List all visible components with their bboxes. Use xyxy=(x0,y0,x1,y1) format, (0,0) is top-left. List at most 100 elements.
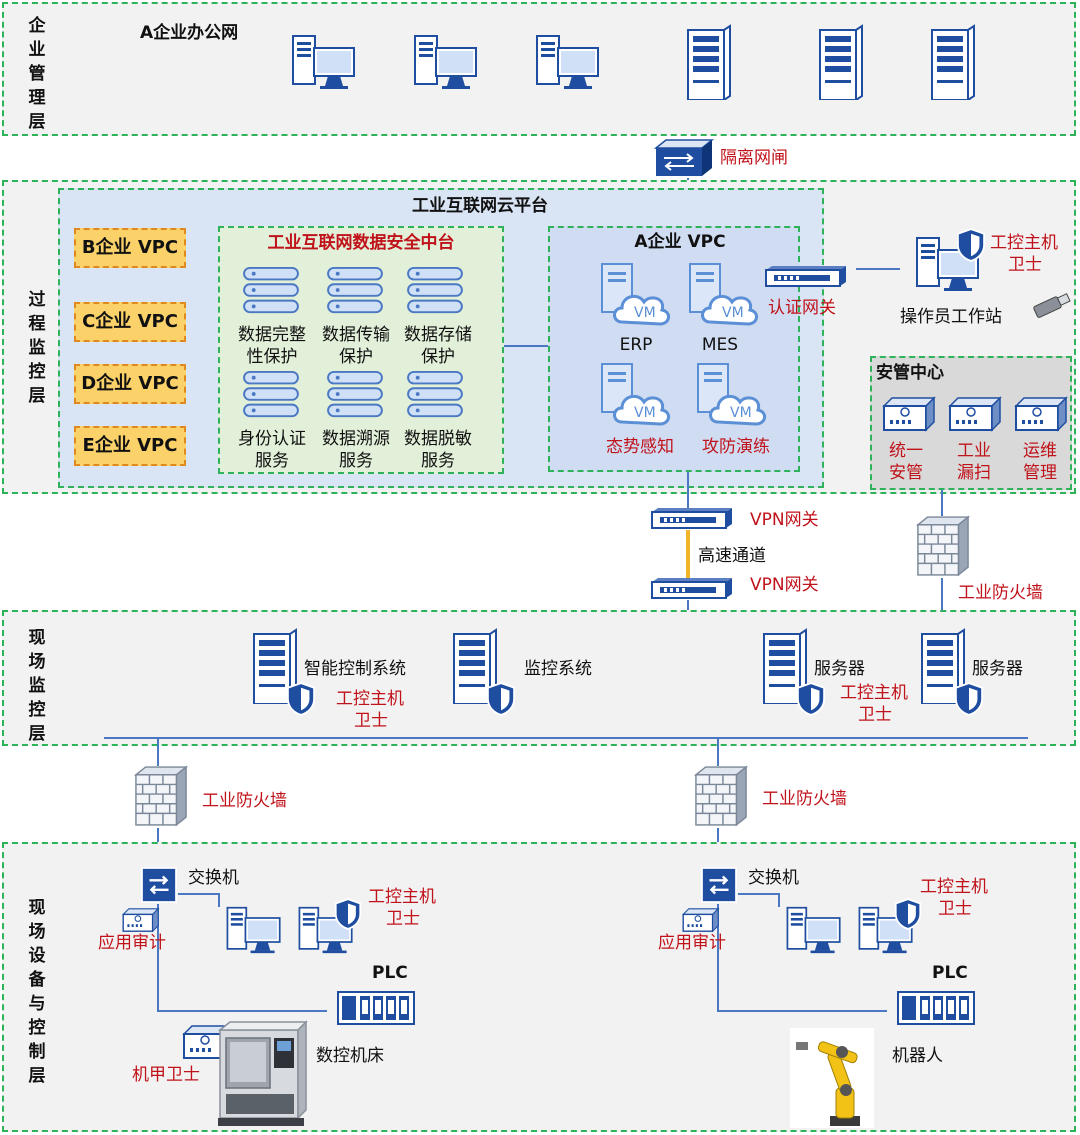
security-item-label: 运维管理 xyxy=(1023,441,1057,483)
data-security-center-title: 工业互联网数据安全中台 xyxy=(267,233,455,253)
app-audit-appliance-icon xyxy=(680,906,720,934)
switch-label: 交换机 xyxy=(188,868,239,888)
switch-label: 交换机 xyxy=(748,868,799,888)
host-guard-label: 工控主机卫士 xyxy=(920,877,988,919)
vm-badge: VM xyxy=(722,305,744,321)
vm-badge: VM xyxy=(730,405,752,421)
office-server-icon xyxy=(928,24,976,100)
app-audit-appliance-icon xyxy=(120,906,160,934)
database-icon xyxy=(324,370,386,420)
link-line xyxy=(778,893,780,907)
vpc-tag-b: B企业 VPC xyxy=(74,228,186,268)
service-label: 数据完整性保护 xyxy=(238,325,306,367)
plc-icon xyxy=(326,988,426,1028)
service-label: 数据存储保护 xyxy=(404,325,472,367)
vpc-tag-c: C企业 VPC xyxy=(74,302,186,342)
vpn-gateway-label: VPN网关 xyxy=(750,510,819,530)
unified-mgmt-appliance-icon xyxy=(880,394,936,434)
vpc-tag-e: E企业 VPC xyxy=(74,426,186,466)
site-device-layer xyxy=(2,842,1076,1132)
isolation-gateway-icon xyxy=(653,139,715,176)
link-line xyxy=(941,578,943,632)
office-server-icon xyxy=(816,24,864,100)
field-pc-icon xyxy=(222,906,286,954)
database-icon xyxy=(404,370,466,420)
vm-badge: VM xyxy=(634,305,656,321)
a-vpc-box xyxy=(548,226,800,472)
plc-icon xyxy=(886,988,986,1028)
service-label: 数据溯源服务 xyxy=(322,429,390,471)
isolation-gateway-label: 隔离网闸 xyxy=(720,148,788,168)
vpn-gateway-icon xyxy=(650,506,734,530)
link-line xyxy=(687,472,689,508)
cloud-platform-title: 工业互联网云平台 xyxy=(412,196,548,216)
app-audit-label: 应用审计 xyxy=(98,933,166,953)
site-bus-line xyxy=(104,737,1028,739)
vpn-gateway-label: VPN网关 xyxy=(750,575,819,595)
link-line xyxy=(856,268,900,270)
industrial-firewall-label: 工业防火墙 xyxy=(762,789,847,809)
switch-icon xyxy=(140,866,178,904)
vuln-scan-appliance-icon xyxy=(946,394,1002,434)
host-guard-shield-icon xyxy=(334,898,362,930)
plc-label: PLC xyxy=(932,963,968,983)
industrial-firewall-icon xyxy=(134,764,188,828)
app-audit-label: 应用审计 xyxy=(658,933,726,953)
link-line xyxy=(157,1010,327,1012)
office-pc-icon xyxy=(414,34,478,90)
link-line xyxy=(157,738,159,766)
link-line xyxy=(157,904,159,1012)
host-guard-label: 工控主机卫士 xyxy=(368,887,436,929)
vpc-tag-d: D企业 VPC xyxy=(74,364,186,404)
usb-drive-icon xyxy=(1033,293,1071,318)
database-icon xyxy=(404,266,466,316)
cnc-machine-icon xyxy=(217,1020,308,1126)
robot-label: 机器人 xyxy=(892,1046,943,1066)
database-icon xyxy=(324,266,386,316)
vm-badge: VM xyxy=(634,405,656,421)
service-label: 数据脱敏服务 xyxy=(404,429,472,471)
auth-gateway-label: 认证网关 xyxy=(768,298,836,318)
host-guard-shield-icon xyxy=(486,682,516,716)
host-guard-shield-icon xyxy=(956,228,986,262)
database-icon xyxy=(240,370,302,420)
link-line xyxy=(717,738,719,766)
site-server-label: 服务器 xyxy=(972,659,1023,679)
host-guard-shield-icon xyxy=(894,898,922,930)
vm-situation-label: 态势感知 xyxy=(606,437,674,457)
site-monitor-layer-title: 现场监控层 xyxy=(28,628,46,744)
cnc-machine-label: 数控机床 xyxy=(316,1046,384,1066)
link-line xyxy=(717,1010,887,1012)
process-layer-title: 过程监控层 xyxy=(28,290,46,406)
link-line xyxy=(717,904,719,1012)
security-item-label: 工业漏扫 xyxy=(957,441,991,483)
high-speed-channel-line xyxy=(686,530,690,578)
vm-drill-label: 攻防演练 xyxy=(702,437,770,457)
service-label: 身份认证服务 xyxy=(238,429,306,471)
service-label: 数据传输保护 xyxy=(322,325,390,367)
operator-station-label: 操作员工作站 xyxy=(900,307,1002,327)
site-monitor-layer xyxy=(2,610,1076,746)
industrial-firewall-icon xyxy=(916,514,970,578)
switch-icon xyxy=(700,866,738,904)
auth-gateway-icon xyxy=(764,264,848,288)
link-line xyxy=(218,893,220,907)
host-guard-shield-icon xyxy=(286,682,316,716)
link-line xyxy=(178,893,220,895)
host-guard-label: 工控主机卫士 xyxy=(840,683,908,725)
link-line xyxy=(738,893,780,895)
industrial-robot-icon xyxy=(790,1028,874,1128)
office-network-label: A企业办公网 xyxy=(140,23,239,43)
host-guard-shield-icon xyxy=(796,682,826,716)
security-item-label: 统一安管 xyxy=(889,441,923,483)
industrial-firewall-icon xyxy=(694,764,748,828)
industrial-firewall-label: 工业防火墙 xyxy=(958,583,1043,603)
plc-label: PLC xyxy=(372,963,408,983)
vpn-gateway-icon xyxy=(650,576,734,600)
database-icon xyxy=(240,266,302,316)
site-server-label: 智能控制系统 xyxy=(304,659,406,679)
link-line xyxy=(941,490,943,516)
site-server-label: 服务器 xyxy=(814,659,865,679)
security-center-title: 安管中心 xyxy=(876,363,944,383)
field-pc-icon xyxy=(782,906,846,954)
